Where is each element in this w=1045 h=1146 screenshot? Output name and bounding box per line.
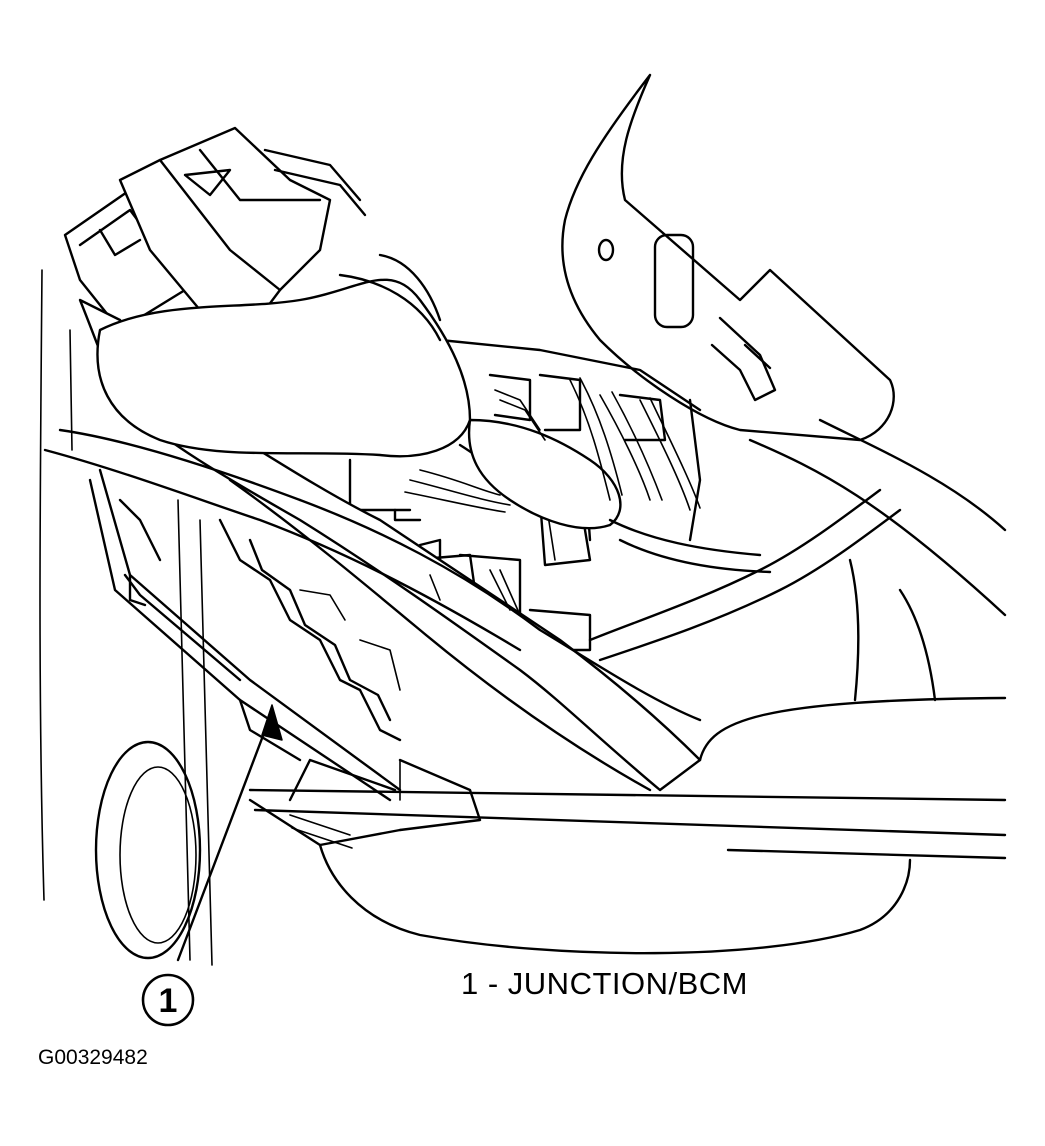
callout-badge: 1 (141, 973, 195, 1027)
figure-id: G00329482 (38, 1046, 148, 1069)
dash-support-bracket (561, 73, 895, 442)
callout-leader (176, 704, 283, 962)
dash-background-lines (748, 418, 1007, 702)
connector-upper-right (118, 126, 367, 332)
left-panel-edge (39, 269, 213, 966)
figure-caption: 1 - JUNCTION/BCM (461, 966, 748, 1001)
grommet (94, 740, 202, 960)
wiring-harness (43, 253, 902, 792)
callout-number: 1 (159, 982, 178, 1020)
